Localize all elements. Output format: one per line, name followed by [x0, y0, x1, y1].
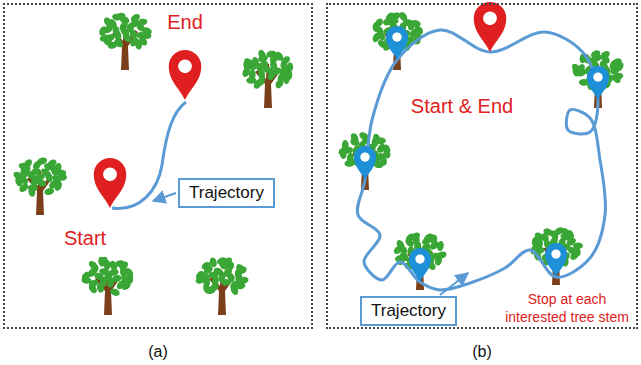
- panel-frame: (a)Trajectory: [3, 3, 313, 329]
- start-end-label: Start & End: [411, 94, 513, 119]
- panel-caption: (b): [328, 343, 636, 361]
- leader-arrow: [440, 273, 468, 295]
- tree: [570, 49, 625, 108]
- map-pin: [354, 146, 376, 180]
- tree: [80, 255, 135, 315]
- map-pin: [409, 248, 431, 282]
- leader-arrow: [153, 193, 176, 201]
- tree: [12, 157, 67, 215]
- map-pin: [386, 26, 408, 60]
- end-label: End: [167, 10, 203, 35]
- map-pin: [545, 243, 567, 277]
- map-pin: [474, 2, 507, 52]
- callout-text: Trajectory: [371, 301, 446, 321]
- trajectory-line: [112, 102, 186, 208]
- map-pin: [94, 158, 127, 208]
- start-label: Start: [64, 226, 106, 251]
- callout-box: Trajectory: [360, 296, 457, 326]
- map-pin: [587, 66, 609, 100]
- tree: [194, 256, 248, 315]
- callout-text: Trajectory: [189, 183, 264, 203]
- map-pin: [169, 50, 202, 100]
- panel-frame: (b)Trajectory: [326, 3, 638, 329]
- tree: [98, 12, 153, 70]
- callout-box: Trajectory: [178, 178, 275, 208]
- tree: [241, 49, 294, 108]
- note-text: Stop at each interested tree stem: [498, 291, 636, 326]
- panel-caption: (a): [5, 343, 311, 361]
- trajectory-line: [357, 30, 605, 290]
- tree: [392, 231, 447, 290]
